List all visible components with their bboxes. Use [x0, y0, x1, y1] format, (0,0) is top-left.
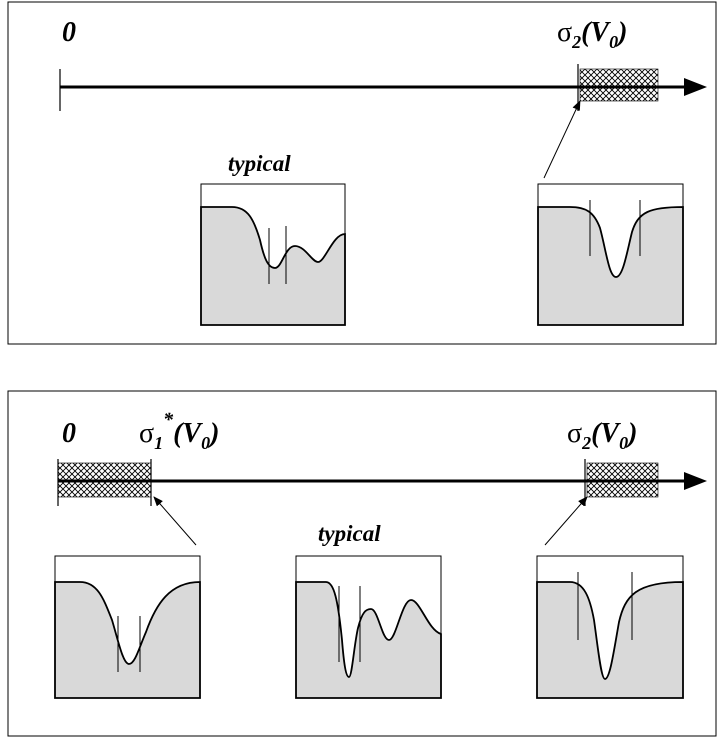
potential-well-sigma2 — [536, 555, 684, 699]
pointer-arrow-left — [153, 496, 197, 546]
pointer-arrow — [543, 100, 581, 179]
typical-label: typical — [318, 521, 381, 546]
panel-bottom-frame — [7, 390, 717, 737]
potential-well-sigma1 — [54, 555, 201, 699]
potential-well-edge — [537, 183, 684, 326]
axis-arrowhead — [684, 472, 707, 490]
potential-well-typical — [295, 555, 442, 699]
typical-label: typical — [228, 151, 291, 176]
zero-label: 0 — [62, 17, 76, 48]
sigma2-label: σ2(V0) — [557, 17, 627, 52]
zero-label: 0 — [62, 418, 76, 449]
axis-arrowhead — [684, 78, 707, 96]
panel-top-frame — [7, 1, 717, 345]
potential-well-typical — [200, 183, 346, 326]
pointer-arrow-right — [544, 496, 588, 546]
panel-bottom: 0 σ1*(V0) σ2(V0) typical — [7, 390, 717, 737]
sigma2-label: σ2(V0) — [567, 418, 637, 453]
sigma2-band — [579, 68, 659, 102]
sigma1-label: σ1*(V0) — [139, 409, 219, 453]
panel-top: 0 σ2(V0) typical — [7, 1, 717, 345]
